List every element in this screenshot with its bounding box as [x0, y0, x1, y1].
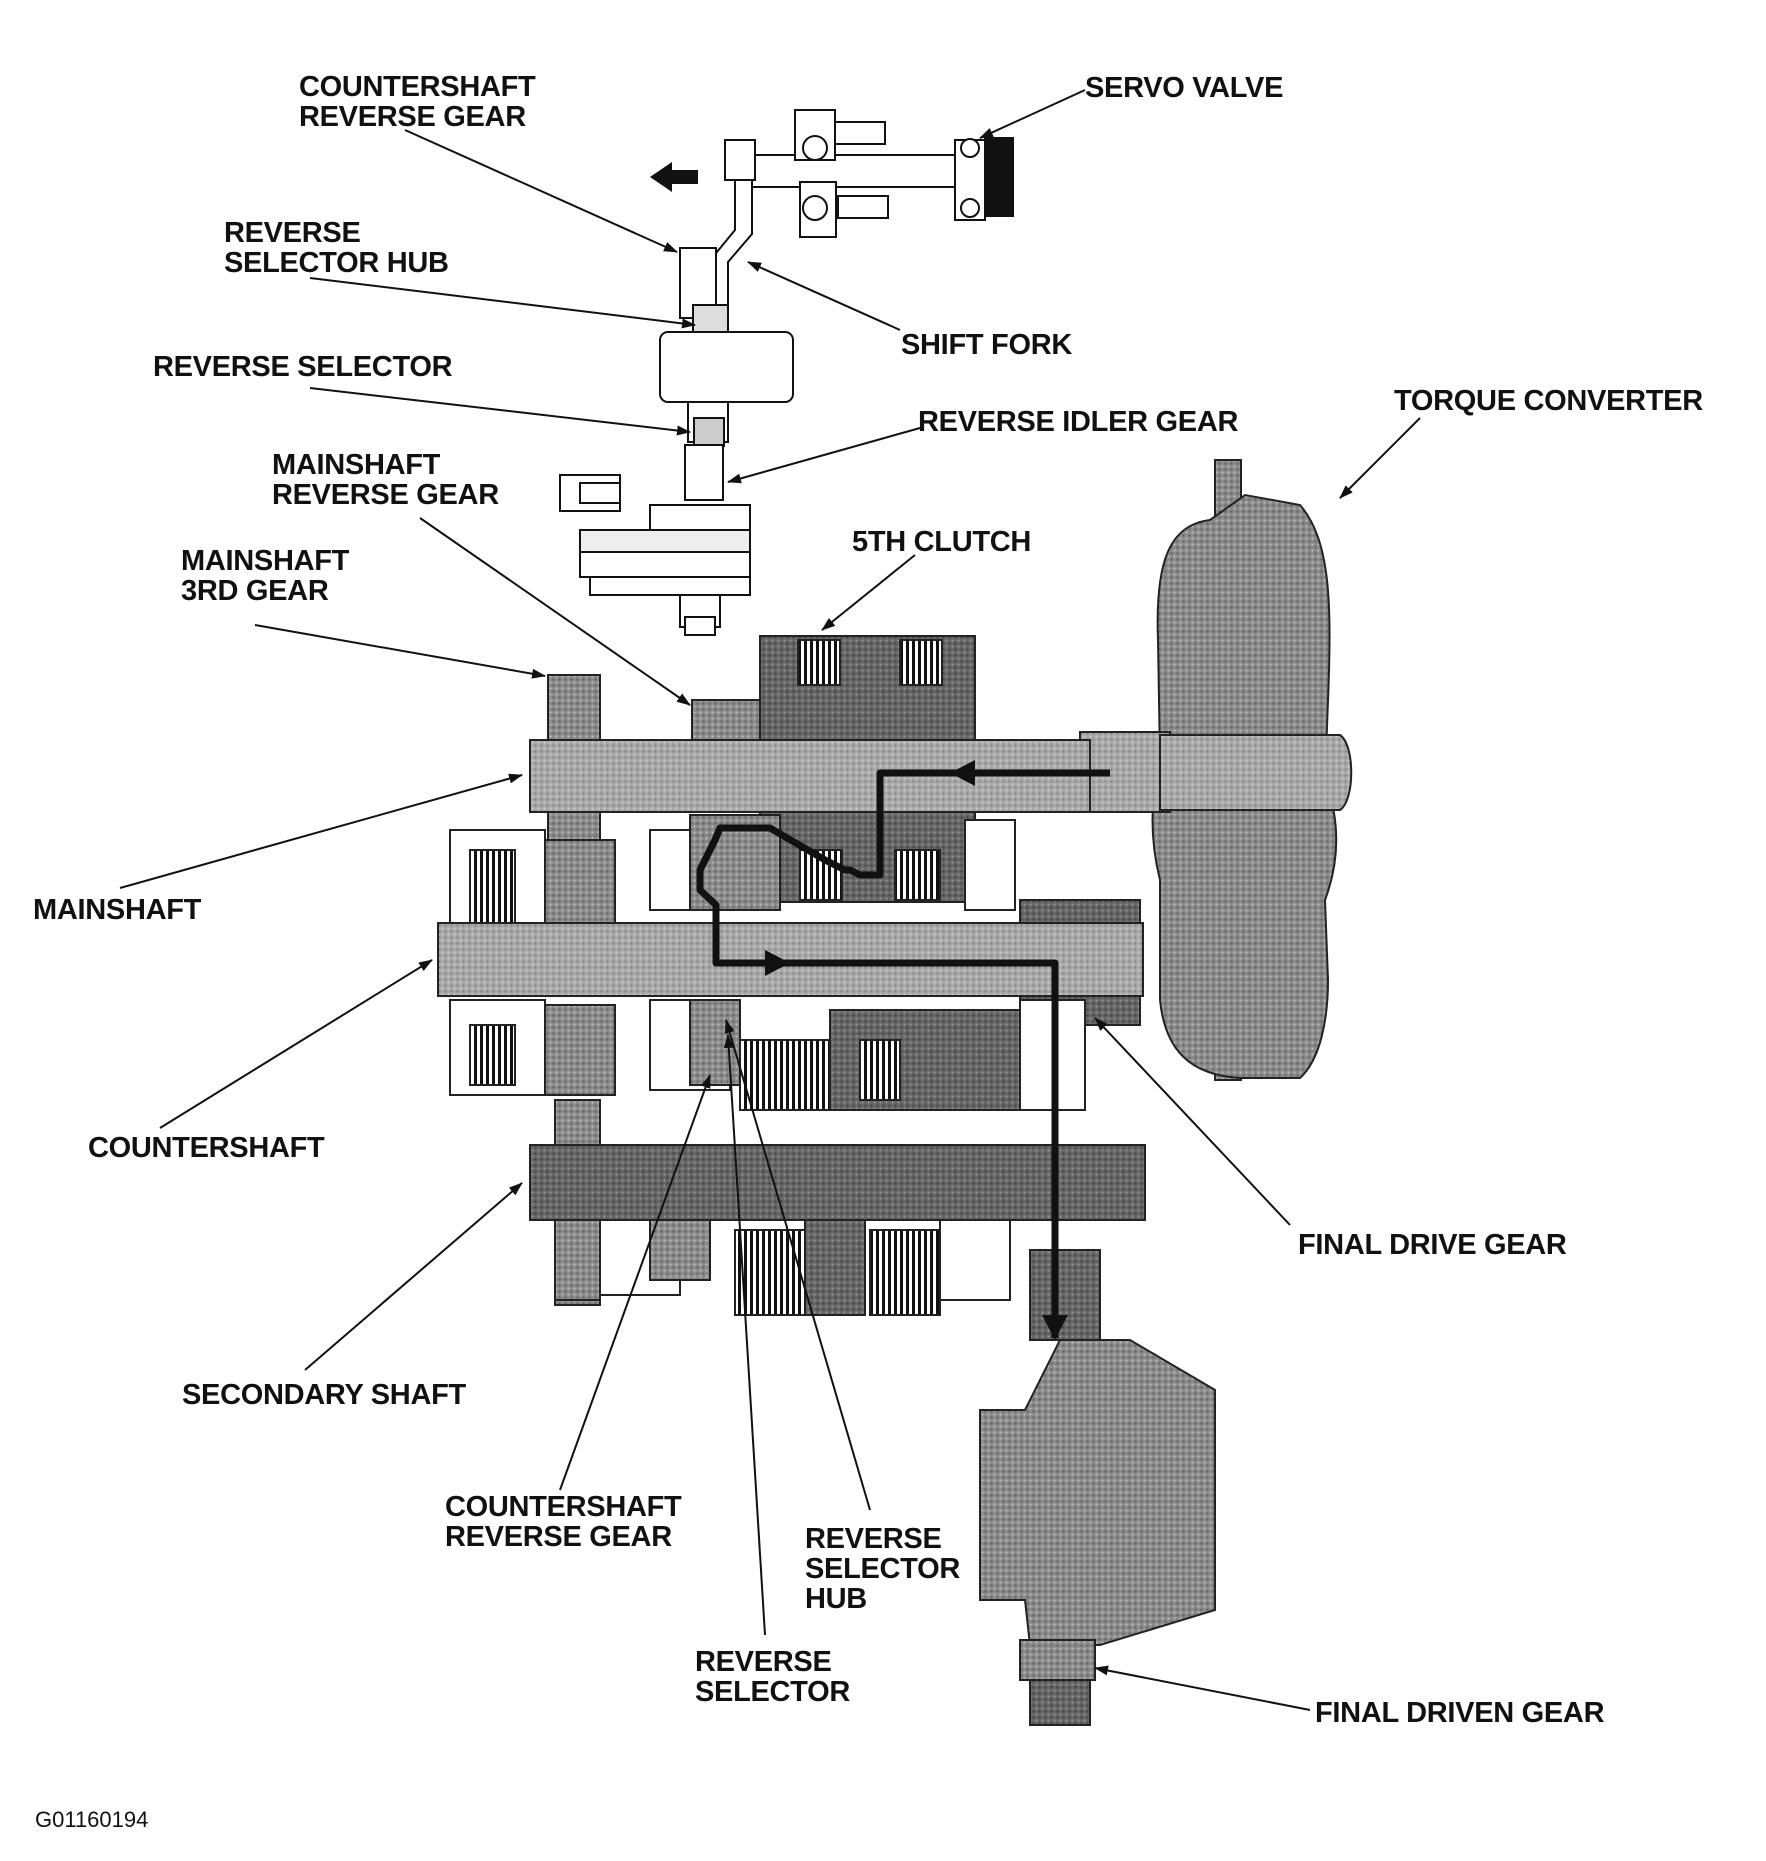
figure-code: G01160194 — [35, 1807, 149, 1832]
leader-countershaft-reverse-gear-top — [404, 129, 678, 253]
label-final-drive-gear: FINAL DRIVE GEAR — [1298, 1229, 1567, 1261]
leader-servo-valve — [979, 89, 1086, 139]
label-servo-valve: SERVO VALVE — [1085, 72, 1284, 104]
upper-shaft-segment — [659, 331, 794, 403]
leader-mainshaft-reverse-gear — [419, 517, 691, 706]
label-mainshaft: MAINSHAFT — [33, 894, 202, 926]
label-mainshaft-reverse-gear: MAINSHAFT REVERSE GEAR — [272, 449, 499, 511]
secondary-shaft-assembly — [529, 1099, 1146, 1316]
label-reverse-selector-top: REVERSE SELECTOR — [153, 351, 453, 383]
leader-lines — [119, 89, 1421, 1711]
servo-valve-cap — [984, 137, 1014, 217]
shift-fork-arm — [711, 179, 753, 306]
label-5th-clutch: 5TH CLUTCH — [852, 526, 1032, 558]
reverse-selector-upper — [559, 247, 794, 636]
leader-shift-fork — [747, 261, 901, 331]
leader-final-driven-gear — [1094, 1665, 1311, 1711]
servo-valve-body — [744, 154, 986, 188]
label-secondary-shaft: SECONDARY SHAFT — [182, 1379, 466, 1411]
leader-torque-converter — [1339, 417, 1421, 499]
power-flow-arrow-head-2 — [765, 950, 790, 976]
label-countershaft-reverse-gear-bottom: COUNTERSHAFT REVERSE GEAR — [445, 1491, 682, 1553]
label-countershaft: COUNTERSHAFT — [88, 1132, 325, 1164]
leader-final-drive-gear — [1094, 1017, 1291, 1226]
leader-secondary-shaft — [304, 1182, 523, 1371]
leader-mainshaft — [119, 773, 523, 889]
label-mainshaft-3rd-gear: MAINSHAFT 3RD GEAR — [181, 545, 350, 607]
leader-5th-clutch — [821, 554, 916, 631]
label-torque-converter: TORQUE CONVERTER — [1394, 385, 1703, 417]
label-final-driven-gear: FINAL DRIVEN GEAR — [1315, 1697, 1605, 1729]
differential-final-driven-gear — [979, 1249, 1216, 1726]
power-flow-arrow-head-3 — [1042, 1315, 1068, 1340]
leader-reverse-selector-bottom — [723, 1034, 766, 1636]
leader-reverse-selector-top — [309, 387, 691, 436]
torque-converter — [1079, 459, 1353, 1081]
leader-mainshaft-3rd-gear — [254, 624, 546, 679]
power-flow-arrow-head-1 — [950, 760, 975, 786]
servo-valve-assembly — [711, 109, 1014, 306]
label-reverse-selector-bottom: REVERSE SELECTOR — [695, 1646, 850, 1708]
movement-direction-arrow — [650, 162, 698, 192]
label-shift-fork: SHIFT FORK — [901, 329, 1072, 361]
leader-reverse-selector-hub-bottom — [724, 1019, 871, 1511]
leader-countershaft-reverse-gear-bottom — [559, 1074, 711, 1491]
leader-countershaft — [159, 959, 433, 1129]
secondary-shaft-body — [529, 1144, 1146, 1221]
leader-reverse-idler-gear — [727, 427, 921, 484]
label-reverse-selector-hub-top: REVERSE SELECTOR HUB — [224, 217, 449, 279]
label-countershaft-reverse-gear-top: COUNTERSHAFT REVERSE GEAR — [299, 71, 536, 133]
leader-reverse-selector-hub-top — [309, 277, 696, 329]
label-reverse-idler-gear: REVERSE IDLER GEAR — [918, 406, 1239, 438]
power-flow-path — [696, 769, 1110, 1338]
label-reverse-selector-hub-bottom: REVERSE SELECTOR HUB — [805, 1523, 960, 1615]
